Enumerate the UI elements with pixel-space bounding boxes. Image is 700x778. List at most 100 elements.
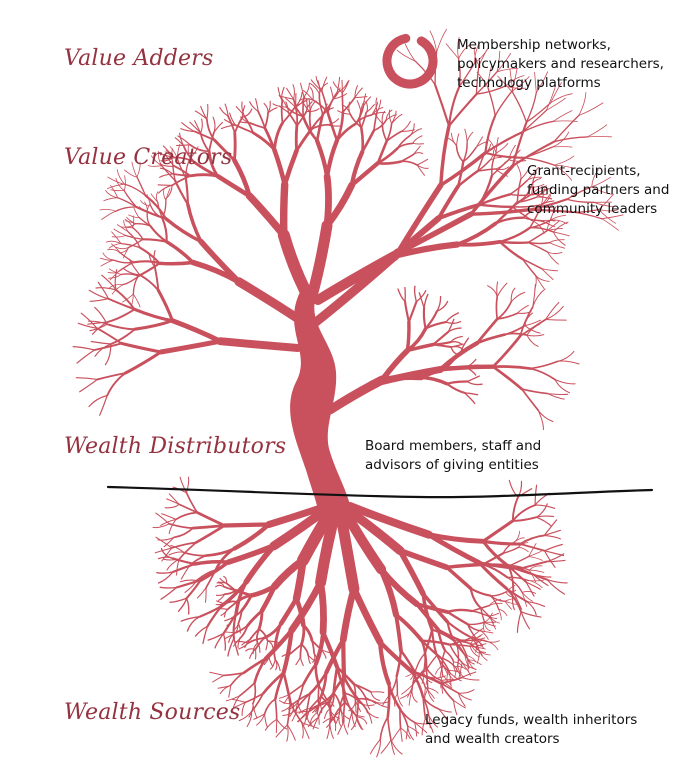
- tree-branch: [445, 562, 485, 570]
- description-line: Legacy funds, wealth inheritors: [425, 712, 638, 728]
- tree-branch: [111, 231, 122, 244]
- tree-branch: [106, 323, 136, 331]
- tree-branch: [205, 569, 217, 589]
- tree-branch: [206, 103, 209, 120]
- tree-branch: [289, 643, 303, 655]
- tree-branch: [453, 639, 466, 656]
- tree-branch: [204, 587, 207, 603]
- tree-branch: [336, 81, 349, 94]
- ring-icon: [382, 33, 438, 89]
- tree-branch: [323, 708, 331, 720]
- tree-branch: [528, 543, 537, 557]
- tree-branch: [163, 558, 180, 561]
- tree-branch: [193, 560, 231, 566]
- tree-branch: [133, 319, 174, 331]
- tree-branch: [212, 674, 225, 683]
- tree-branch: [126, 216, 136, 225]
- tree-branch: [282, 671, 292, 705]
- tree-branch: [176, 143, 181, 160]
- tree-branch: [446, 608, 473, 614]
- tree-branch: [521, 591, 534, 602]
- tree-branch: [136, 161, 141, 178]
- tree-branch: [524, 157, 555, 166]
- tree-branch: [275, 724, 288, 738]
- tree-branch: [386, 716, 392, 741]
- tree-branch: [106, 308, 136, 323]
- tree-branch: [278, 596, 299, 626]
- tree-branch: [543, 519, 558, 536]
- tree-branch: [446, 610, 469, 626]
- tree-branch: [155, 536, 173, 549]
- tree-branch: [289, 703, 295, 717]
- tree-branch: [466, 131, 474, 144]
- tree-branch: [299, 82, 305, 98]
- tree-branch: [468, 635, 480, 651]
- tree-branch: [439, 682, 460, 695]
- tree-branch: [534, 504, 556, 509]
- tree-branch: [264, 718, 278, 731]
- tree-branch: [264, 112, 269, 129]
- tree-branch: [488, 602, 503, 606]
- tree-branch: [308, 110, 312, 131]
- tree-branch: [464, 654, 470, 669]
- tree-branch: [168, 493, 180, 505]
- tree-branch: [475, 71, 498, 95]
- tree-branch: [420, 639, 451, 646]
- ground-line: [106, 485, 654, 499]
- tree-branch: [185, 491, 199, 514]
- tree-branch: [416, 164, 426, 176]
- tree-branch: [591, 186, 613, 195]
- tree-branch: [526, 601, 546, 607]
- tree-branch: [450, 341, 463, 346]
- tree-branch: [263, 628, 294, 661]
- tree-branch: [535, 515, 555, 518]
- tree-branch: [541, 268, 554, 280]
- tree-branch: [557, 350, 575, 362]
- tree-branch: [394, 612, 403, 653]
- tree-branch: [395, 649, 403, 678]
- tree-branch: [219, 580, 248, 608]
- tree-branch: [223, 575, 228, 584]
- tree-branch: [238, 711, 253, 722]
- tree-branch: [123, 350, 163, 375]
- tree-branch: [302, 89, 314, 101]
- tree-branch: [123, 175, 126, 191]
- tree-branch: [153, 266, 160, 292]
- tree-branch: [447, 85, 461, 127]
- tree-branch: [376, 99, 382, 113]
- tree-branch: [249, 648, 257, 659]
- tree-branch: [115, 246, 130, 250]
- tree-branch: [474, 43, 480, 64]
- tree-branch: [198, 238, 242, 285]
- tree-branch: [529, 226, 555, 233]
- tree-branch: [536, 188, 549, 198]
- description-line: and wealth creators: [425, 731, 560, 747]
- tree-branch: [456, 645, 460, 666]
- tree-branch: [436, 184, 461, 221]
- tree-branch: [511, 140, 556, 167]
- tree-branch: [122, 275, 140, 286]
- tree-branch: [519, 567, 549, 581]
- tree-branch: [516, 178, 522, 204]
- tree-branch: [178, 503, 199, 514]
- tree-branch: [297, 711, 308, 723]
- tree-branch: [547, 251, 563, 255]
- tree-branch: [160, 165, 176, 182]
- tree-branch: [277, 229, 316, 306]
- tree-branch: [268, 656, 274, 667]
- tree-branch: [510, 287, 516, 303]
- tree-branch: [543, 534, 561, 540]
- tree-branch: [422, 653, 426, 673]
- tree-branch: [229, 112, 237, 126]
- tree-branch: [216, 582, 225, 588]
- tree-branch: [160, 518, 177, 526]
- tree-branch: [421, 671, 425, 685]
- tree-branch: [496, 312, 519, 320]
- tree-branch: [434, 83, 451, 127]
- tree-branch: [123, 189, 138, 208]
- description-value-adders: Membership networks, policymakers and re…: [457, 36, 664, 93]
- tree-branch: [446, 670, 449, 684]
- tree-branch: [473, 46, 480, 67]
- tree-branch: [213, 122, 224, 134]
- tree-branch: [185, 476, 190, 494]
